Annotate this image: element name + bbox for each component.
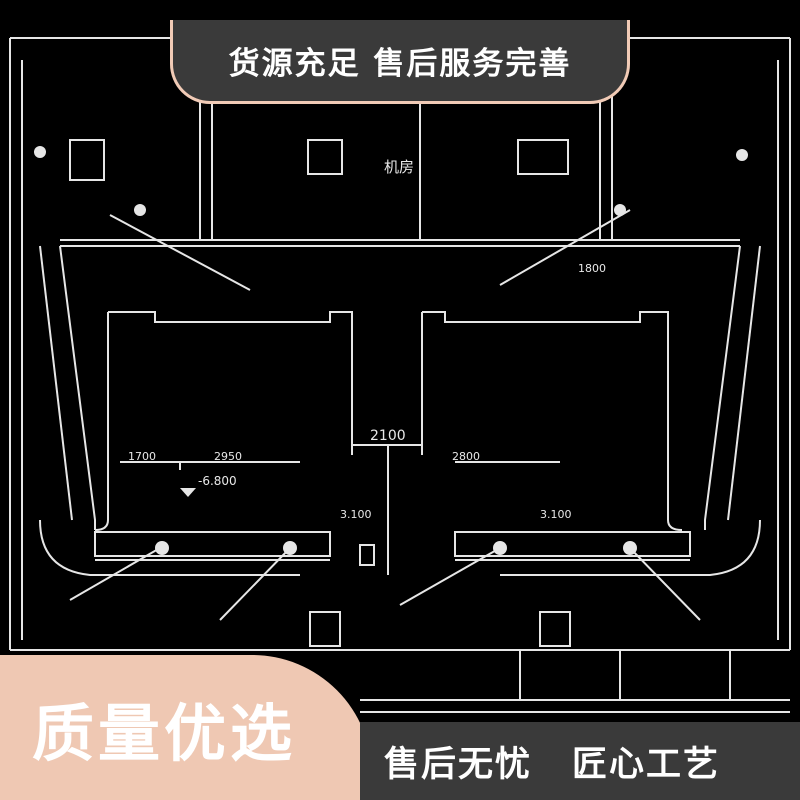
dim-center: 2100	[370, 428, 406, 444]
side-dim: 1800	[578, 262, 606, 275]
quality-badge-text: 质量优选	[32, 696, 297, 770]
top-banner: 货源充足 售后服务完善	[170, 20, 630, 104]
quality-badge: 质量优选	[0, 655, 372, 800]
dim-left-b: 2950	[214, 450, 242, 463]
dim-left-a: 1700	[128, 450, 156, 463]
dim-left-level: 3.100	[340, 508, 372, 521]
room-label: 机房	[384, 158, 414, 176]
top-banner-text: 货源充足 售后服务完善	[228, 46, 572, 82]
slogan-right: 匠心工艺	[572, 744, 721, 785]
slogan-left: 售后无忧	[384, 744, 533, 785]
dim-right-a: 2800	[452, 450, 480, 463]
slogan-bar: 售后无忧 匠心工艺	[360, 722, 800, 800]
dim-right-level: 3.100	[540, 508, 572, 521]
elevation-label: -6.800	[198, 474, 237, 488]
